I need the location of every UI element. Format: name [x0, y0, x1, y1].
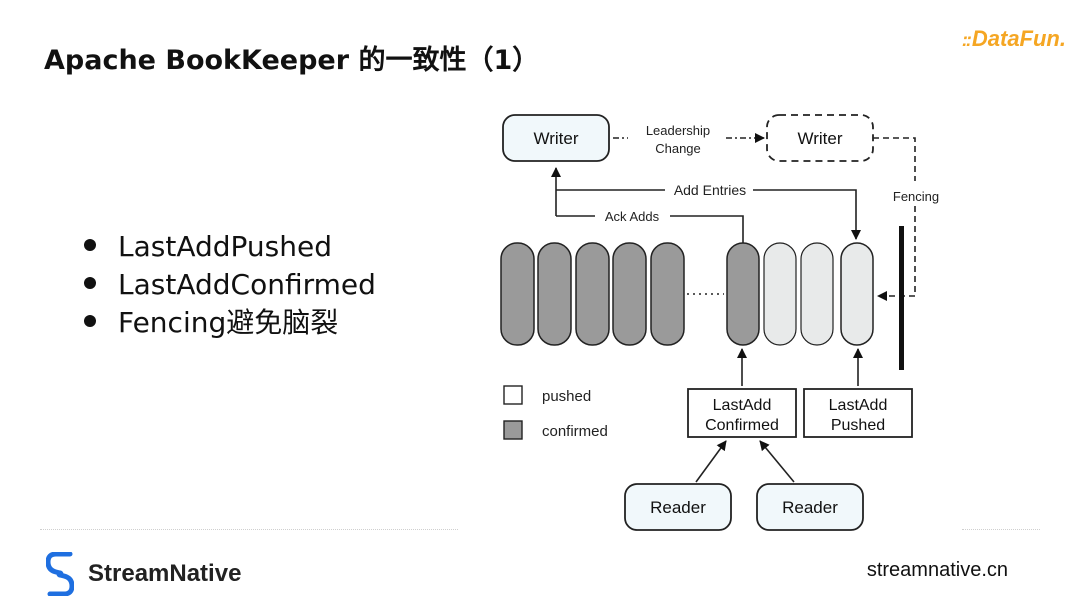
legend-pushed-swatch: [503, 385, 523, 405]
last-add-pushed-box: LastAdd Pushed: [803, 388, 913, 438]
entry-pushed: [840, 242, 874, 346]
svg-text:LastAdd: LastAdd: [713, 397, 772, 414]
svg-text:Writer: Writer: [533, 129, 578, 148]
entry-pushed: [763, 242, 797, 346]
reader-node: Reader: [624, 483, 732, 531]
reader-arrow: [695, 440, 727, 483]
svg-text:Reader: Reader: [650, 498, 706, 517]
entry-pushed: [800, 242, 834, 346]
bullet-dot-icon: [84, 277, 96, 289]
bullet-item: Fencing避免脑裂: [84, 304, 376, 342]
new-writer-node: Writer: [766, 114, 874, 162]
ack-adds-label: Ack Adds: [605, 209, 660, 224]
writer-node: Writer: [502, 114, 610, 162]
leadership-change-label: Leadership: [646, 123, 710, 138]
website-url: streamnative.cn: [866, 559, 1008, 581]
legend: pushed confirmed: [503, 385, 608, 440]
bullet-list: LastAddPushed LastAddConfirmed Fencing避免…: [84, 228, 376, 342]
ack-adds-arrow: [556, 215, 744, 243]
last-add-confirmed-box: LastAdd Confirmed: [687, 388, 797, 438]
bullet-text: LastAddPushed: [118, 230, 333, 263]
entry-confirmed: [500, 242, 535, 346]
entry-confirmed: [726, 242, 760, 346]
page-title: Apache BookKeeper 的一致性（1）: [44, 45, 540, 76]
entry-confirmed: [575, 242, 610, 346]
svg-text:Reader: Reader: [782, 498, 838, 517]
add-entries-arrow: [551, 167, 861, 240]
footer-divider: [962, 529, 1040, 530]
fencing-label: Fencing: [893, 189, 939, 204]
svg-text:Writer: Writer: [797, 129, 842, 148]
entry-confirmed: [650, 242, 685, 346]
logo-text: DataFun.: [971, 26, 1066, 51]
leadership-change-label: Change: [655, 141, 701, 156]
datafun-logo: ::DataFun.: [962, 26, 1066, 52]
bullet-item: LastAddPushed: [84, 228, 376, 266]
logo-dots-icon: ::: [961, 30, 972, 50]
bookkeeper-diagram: Writer Writer Leadership Change Add Entr…: [500, 114, 939, 531]
brand-name: StreamNative: [88, 560, 242, 587]
entry-confirmed: [537, 242, 572, 346]
legend-confirmed-label: confirmed: [542, 423, 608, 440]
svg-text:Confirmed: Confirmed: [705, 417, 779, 434]
streamnative-brand: StreamNative: [46, 552, 241, 596]
fence-bar: [899, 226, 904, 370]
fencing-arrow: [873, 137, 916, 301]
bullet-text: Fencing避免脑裂: [118, 306, 339, 339]
bullet-dot-icon: [84, 315, 96, 327]
add-entries-label: Add Entries: [674, 182, 746, 198]
bullet-item: LastAddConfirmed: [84, 266, 376, 304]
svg-text:Pushed: Pushed: [831, 417, 885, 434]
streamnative-logo-icon: [46, 552, 74, 596]
entry-confirmed: [612, 242, 647, 346]
legend-pushed-label: pushed: [542, 388, 591, 405]
legend-confirmed-swatch: [503, 420, 523, 440]
footer-divider: [40, 529, 458, 530]
bullet-dot-icon: [84, 239, 96, 251]
ledger-entries: [500, 242, 874, 346]
svg-text:LastAdd: LastAdd: [829, 397, 888, 414]
reader-node: Reader: [756, 483, 864, 531]
bullet-text: LastAddConfirmed: [118, 268, 376, 301]
reader-arrow: [759, 440, 795, 483]
